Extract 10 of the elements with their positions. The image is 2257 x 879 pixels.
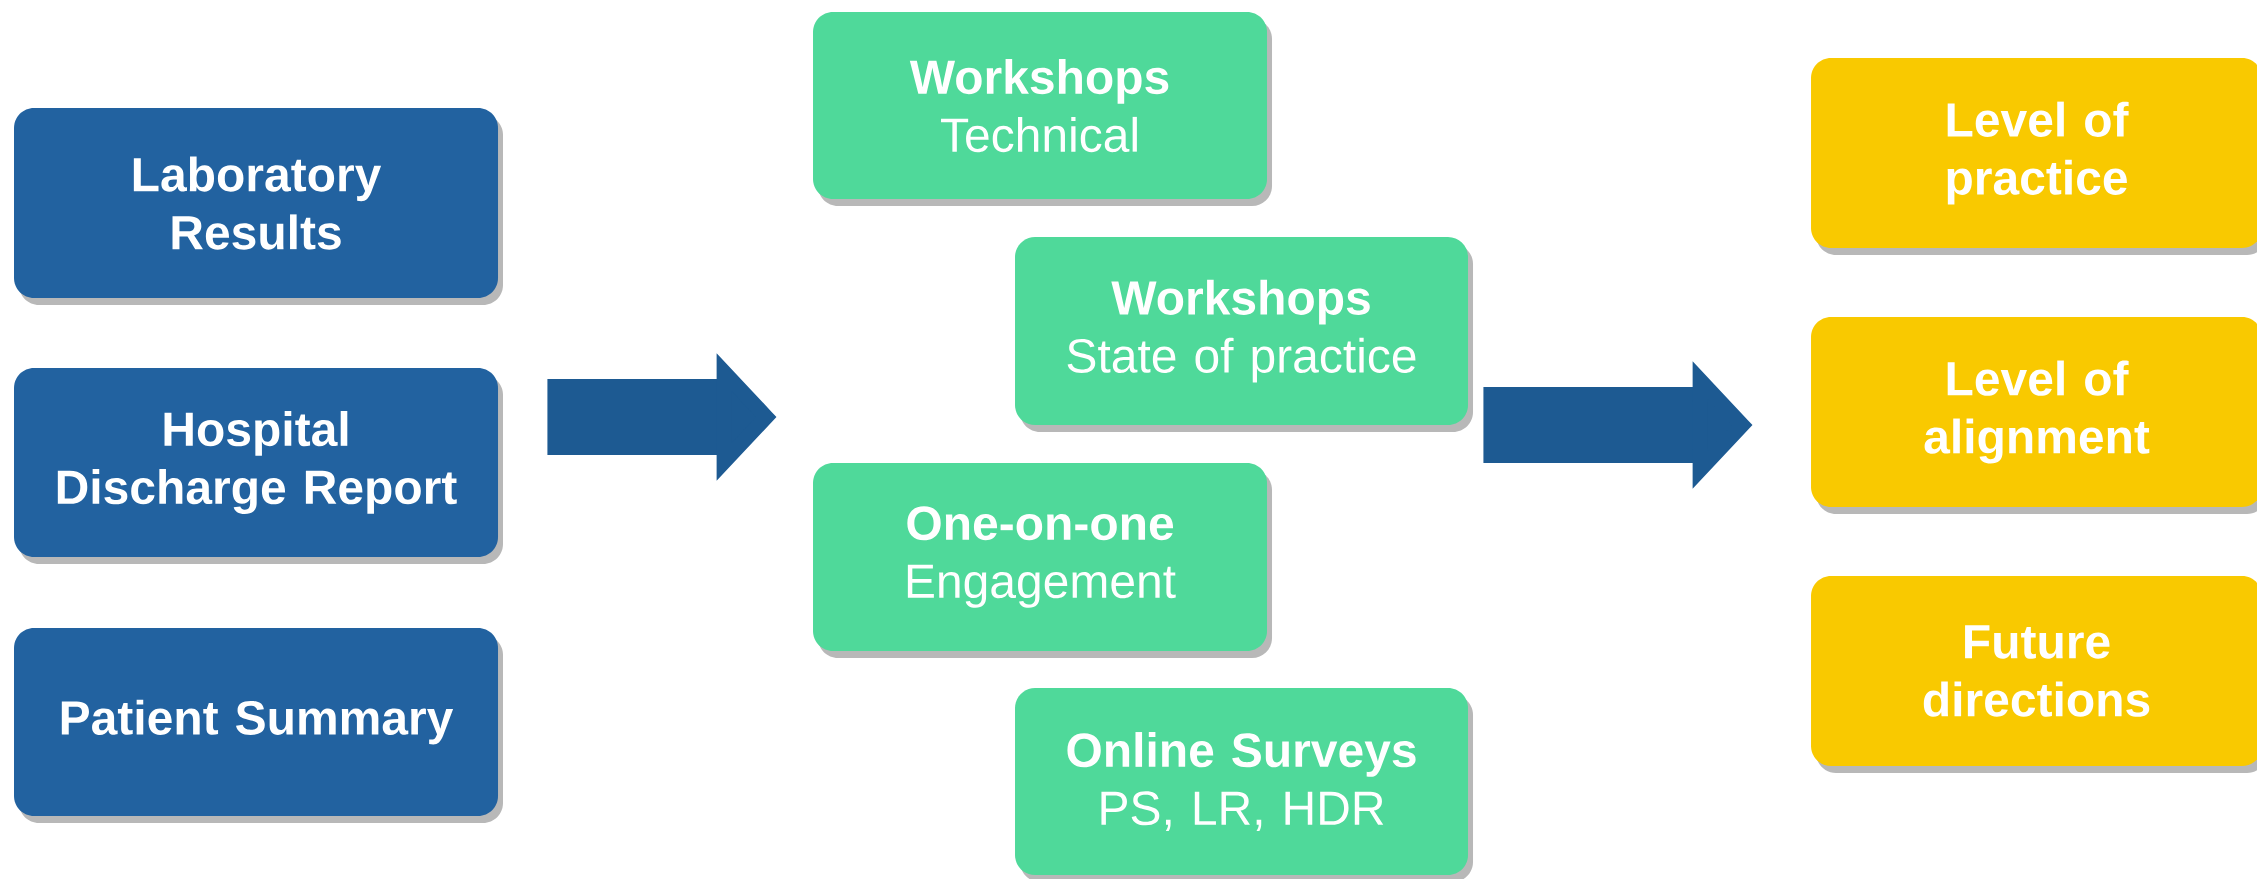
method-box: Online Surveys PS, LR, HDR — [1015, 688, 1473, 879]
outcome-box: Future directions — [1811, 576, 2257, 773]
info-box: Patient Summary — [14, 628, 503, 823]
info-box: Laboratory Results — [14, 108, 503, 305]
method-box: One-on-one Engagement — [813, 463, 1272, 658]
info-box: Hospital Discharge Report — [14, 368, 503, 564]
method-box: Workshops Technical — [813, 12, 1272, 206]
method-box: Workshops State of practice — [1015, 237, 1473, 432]
outcome-box: Level of alignment — [1811, 317, 2257, 514]
outcome-box: Level of practice — [1811, 58, 2257, 255]
